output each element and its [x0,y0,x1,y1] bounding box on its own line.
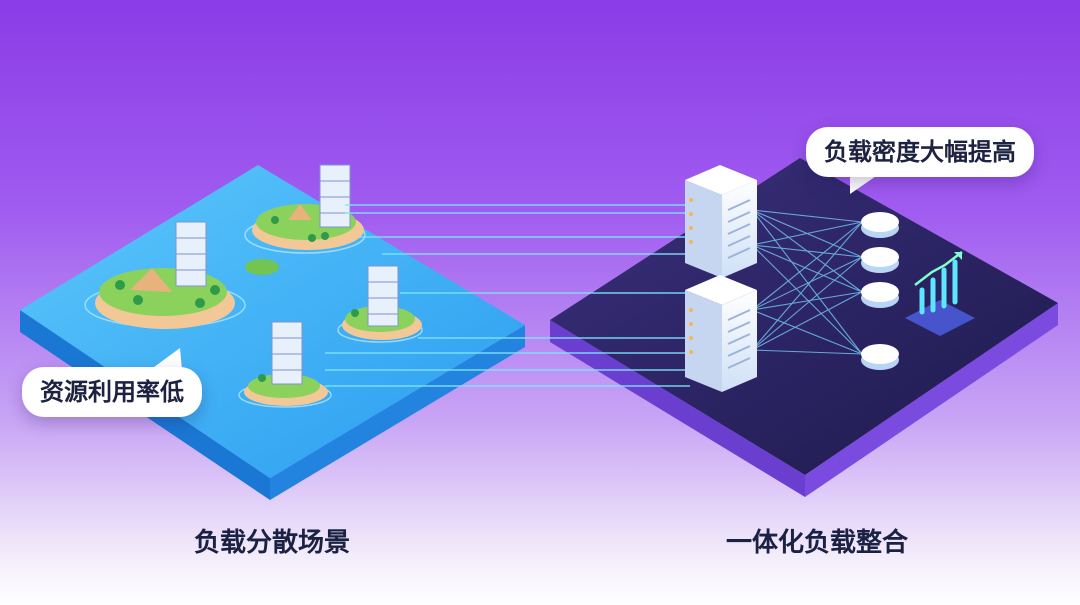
growth-chart-icon [905,251,975,336]
caption-dispersed-workloads: 负载分散场景 [193,528,350,558]
caption-integrated-workloads: 一体化负载整合 [725,528,908,558]
callout-tail-right [850,172,882,194]
server-icon [685,165,757,278]
island-small [245,259,279,275]
callout-low-utilization: 资源利用率低 [22,367,202,417]
storage-disk-icon [861,212,899,370]
callout-density-increase: 负载密度大幅提高 [806,127,1034,177]
island-right [342,265,422,340]
integrated-platform [550,158,1058,497]
connection-lines [325,204,690,387]
island-bottom [244,321,328,406]
callout-tail-left [150,348,182,370]
island-large [95,221,235,329]
mesh-lines [751,209,863,355]
server-icon [685,275,757,392]
island-top [252,164,364,250]
